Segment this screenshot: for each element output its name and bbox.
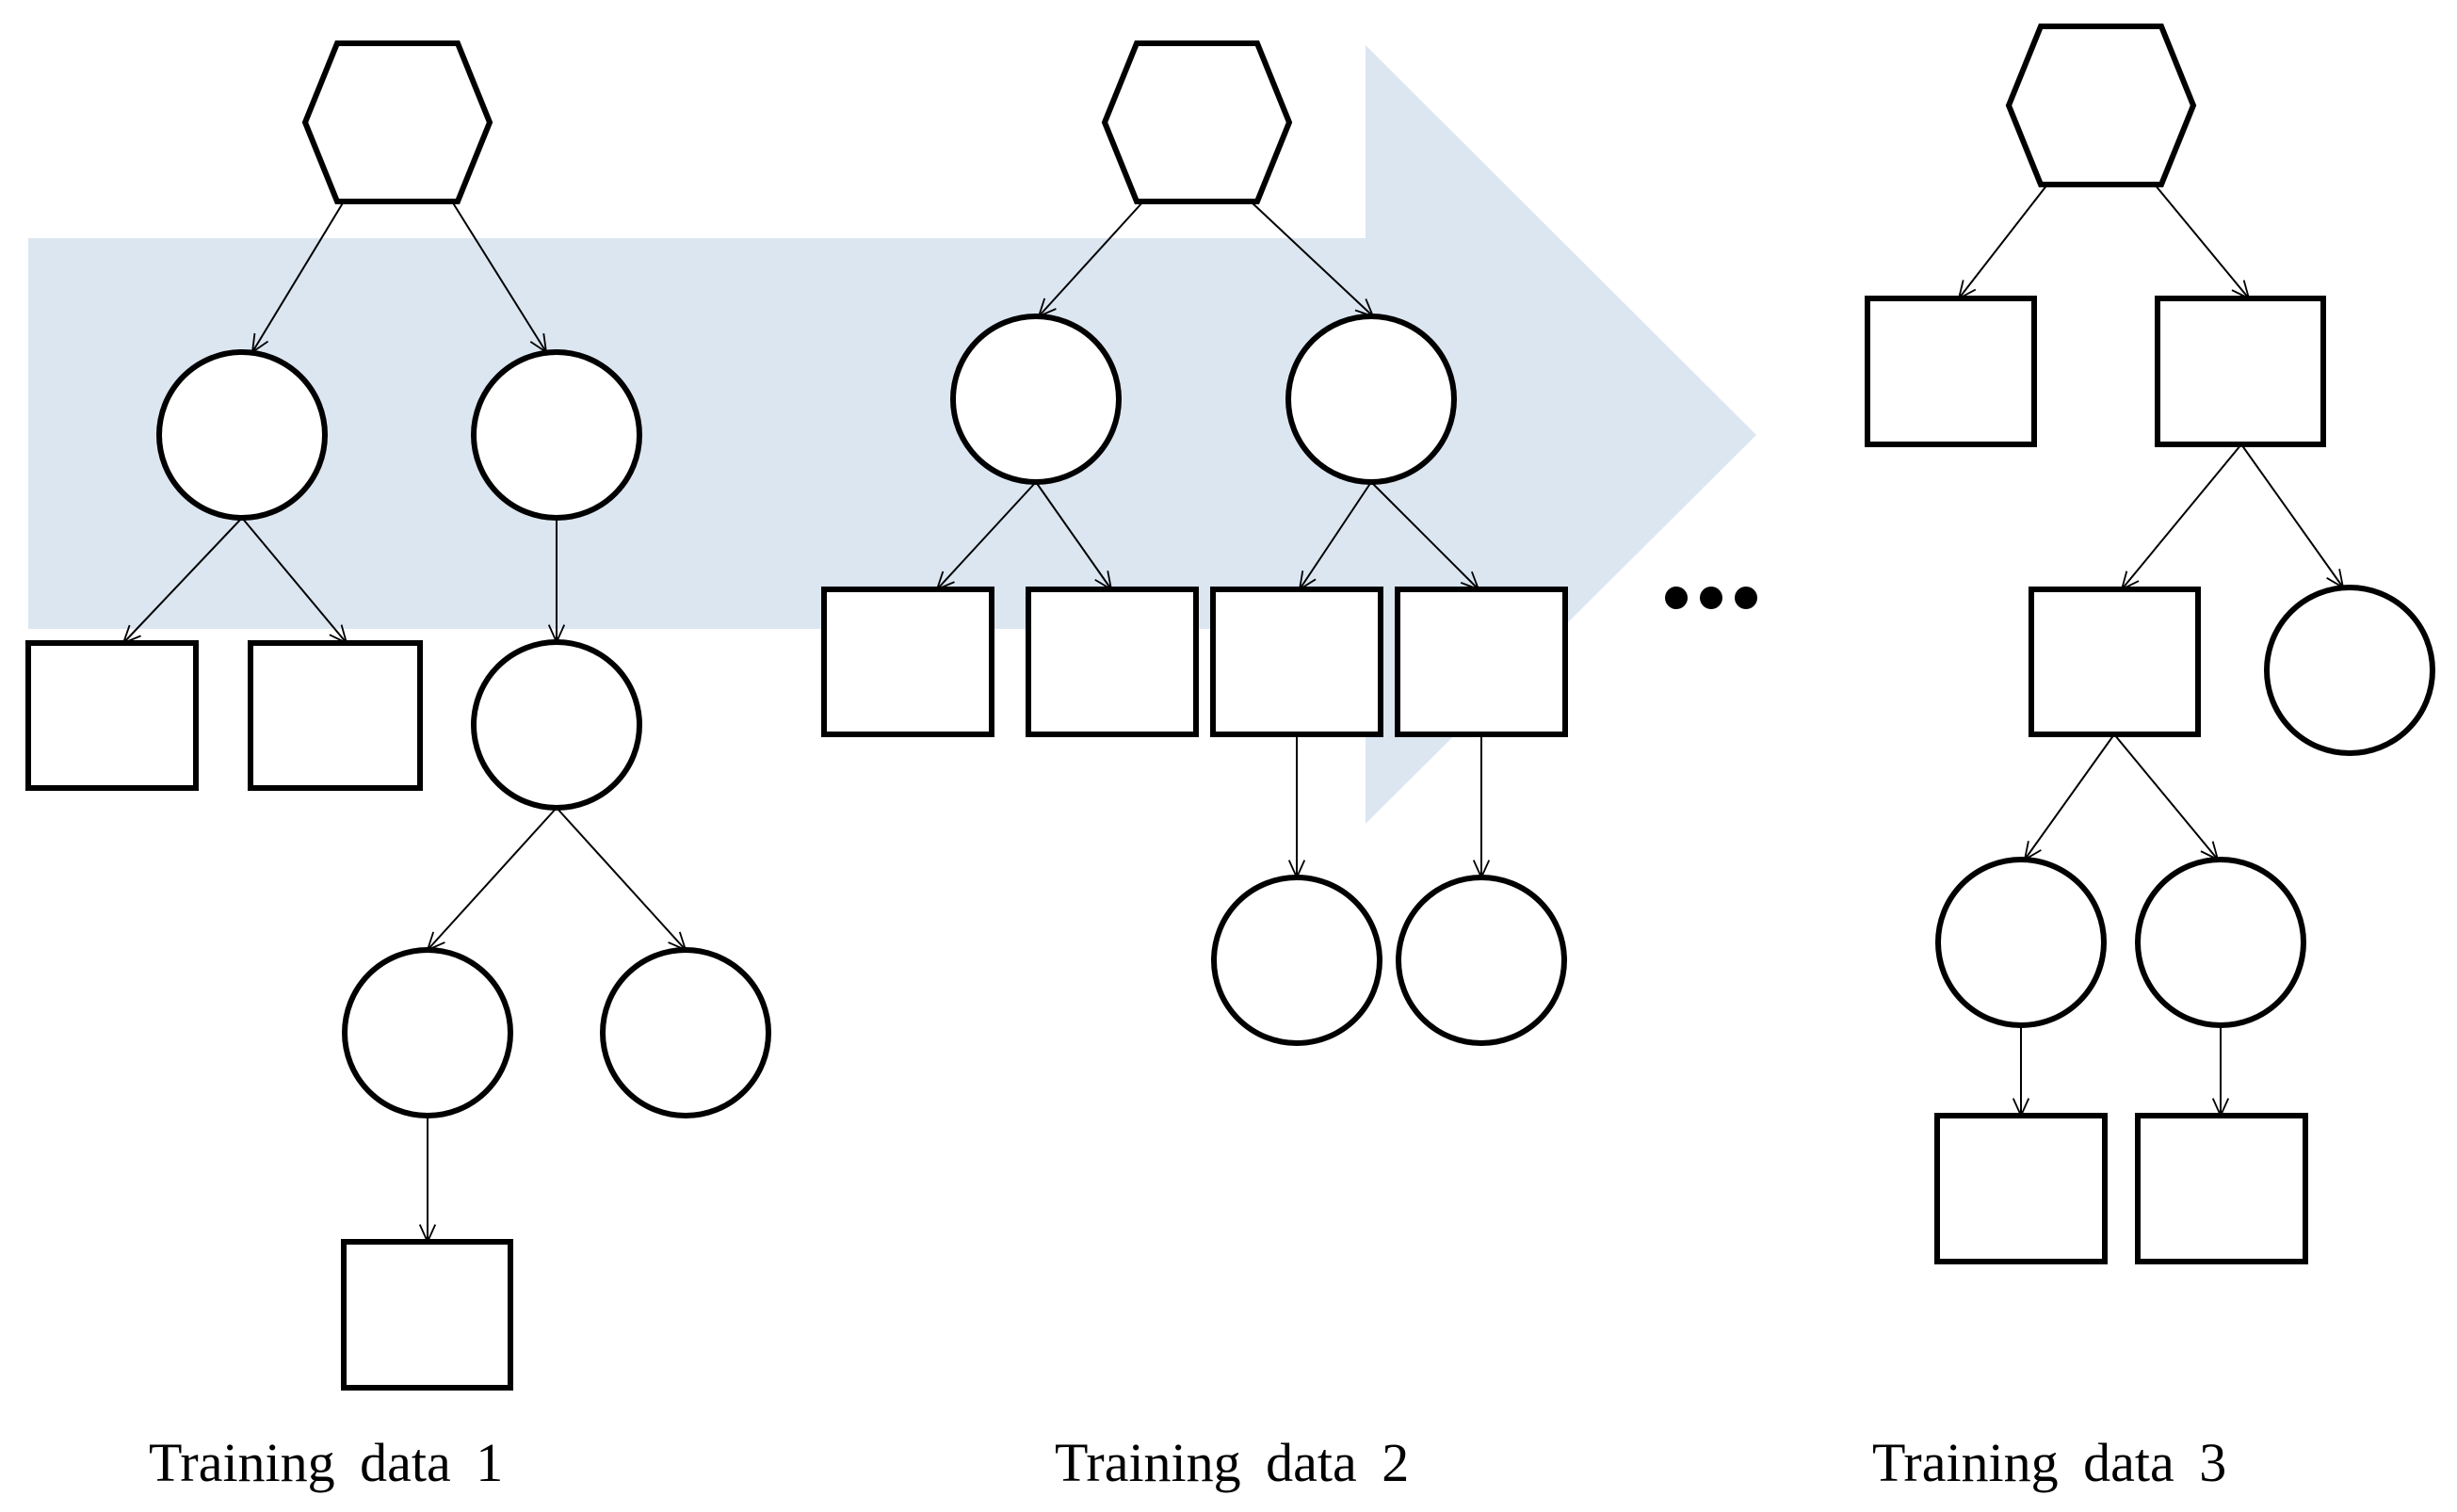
caption-training-data-1: Training data 1 [149, 1432, 504, 1493]
caption-training-data-3: Training data 3 [1872, 1432, 2227, 1493]
tree1-root-hexagon-node [301, 40, 493, 204]
tree2-square-node [1395, 587, 1568, 737]
tree3-circle-node [1935, 857, 2107, 1028]
tree3-edge [2113, 733, 2218, 860]
tree2-circle-node [950, 314, 1122, 485]
caption-training-data-2: Training data 2 [1055, 1432, 1410, 1493]
tree1-circle-node [156, 349, 328, 521]
tree1-edge [241, 517, 347, 643]
tree3-edge [2025, 733, 2115, 860]
tree1-edge [428, 807, 558, 950]
tree3-edge [2240, 443, 2343, 587]
tree2-edge [1039, 201, 1144, 316]
tree2-square-node [1026, 587, 1199, 737]
tree1-square-node [341, 1239, 513, 1391]
tree2-circle-node [1396, 875, 1567, 1046]
tree-3 [1865, 24, 2435, 1264]
tree1-edge [123, 517, 243, 643]
tree2-root-hexagon-node [1101, 40, 1293, 204]
tree3-square-node [2135, 1113, 2308, 1264]
ellipsis-dots-icon [1665, 587, 1757, 609]
tree2-edge [1035, 481, 1111, 589]
tree1-edge [556, 807, 686, 950]
tree2-square-node [821, 587, 994, 737]
tree1-square-node [25, 640, 199, 791]
tree3-edge [2154, 184, 2249, 298]
tree2-edge [1370, 481, 1479, 589]
tree2-edge [1250, 201, 1373, 316]
tree3-edge [2122, 443, 2242, 589]
tree3-square-node [2029, 587, 2201, 737]
tree2-circle-node [1285, 314, 1457, 485]
tree1-circle-node [471, 639, 642, 811]
tree1-circle-node [600, 947, 771, 1118]
tree3-square-node [1934, 1113, 2108, 1264]
tree1-edge [252, 201, 345, 352]
tree-1 [25, 40, 771, 1391]
progression-arrow-background [28, 45, 1756, 824]
tree3-circle-node [2135, 857, 2306, 1028]
tree2-circle-node [1211, 875, 1382, 1046]
tree1-circle-node [471, 349, 642, 521]
tree3-root-hexagon-node [2005, 24, 2197, 187]
tree3-square-node [1865, 296, 2037, 447]
tree2-square-node [1210, 587, 1383, 737]
tree3-circle-node [2264, 585, 2435, 756]
tree-edges [123, 184, 2343, 1242]
tree1-edge [451, 201, 546, 352]
tree1-square-node [248, 640, 423, 791]
tree3-edge [1959, 184, 2048, 298]
tree2-edge [1300, 481, 1372, 589]
tree1-circle-node [342, 947, 513, 1118]
tree2-edge [937, 481, 1037, 589]
tree3-square-node [2155, 296, 2326, 447]
